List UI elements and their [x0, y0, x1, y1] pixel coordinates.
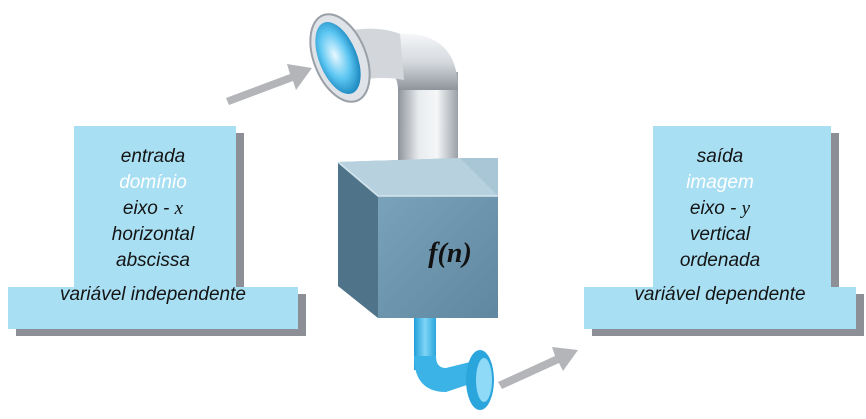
input-axis-prefix: eixo - — [122, 198, 170, 219]
output-label-axis: eixo - y — [690, 196, 750, 222]
input-label-horizontal: horizontal — [111, 224, 195, 245]
output-label-variable: variável dependente — [634, 284, 806, 305]
output-axis-variable: y — [741, 198, 751, 219]
output-label-ordenada: ordenada — [679, 250, 761, 271]
input-arrow — [226, 64, 312, 105]
output-label-vertical: vertical — [689, 224, 751, 245]
input-label-axis: eixo - x — [123, 196, 183, 222]
input-panel-body — [74, 126, 236, 290]
input-axis-variable: x — [174, 198, 184, 219]
output-label-saida: saída — [696, 146, 744, 167]
output-label-list: saída imagem eixo - y vertical ordenada … — [584, 144, 856, 308]
input-label-entrada: entrada — [120, 146, 186, 167]
output-label-imagem: imagem — [686, 172, 754, 193]
output-arrow — [498, 347, 578, 389]
input-panel-base — [8, 287, 298, 329]
output-panel-base — [584, 287, 856, 329]
input-label-variable: variável independente — [60, 284, 246, 305]
output-axis-prefix: eixo - — [689, 198, 737, 219]
function-box — [337, 158, 498, 318]
input-label-list: entrada domínio eixo - x horizontal absc… — [8, 144, 298, 308]
output-spout — [414, 318, 494, 410]
input-label-dominio: domínio — [119, 172, 187, 193]
input-label-abscissa: abscissa — [116, 250, 190, 271]
output-panel-body — [653, 126, 831, 290]
function-label: f(n) — [428, 238, 472, 269]
